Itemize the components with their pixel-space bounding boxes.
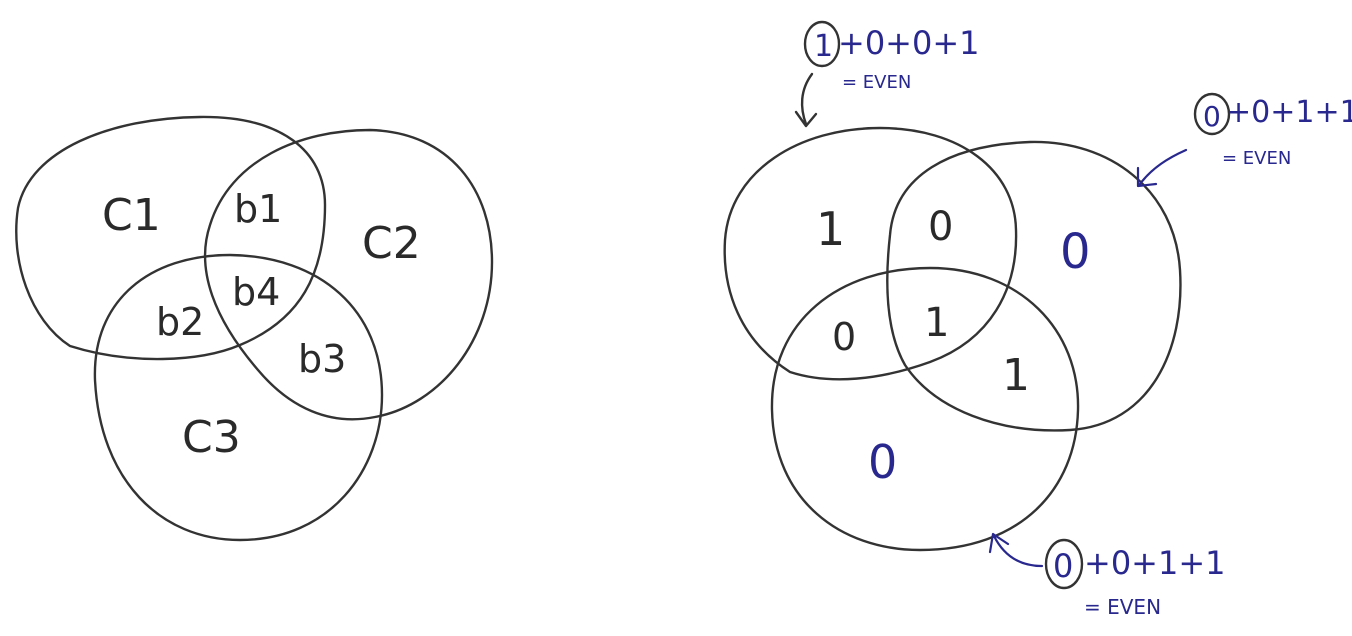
value-c1-c3: 0 (832, 315, 856, 359)
value-c1-c2: 0 (928, 204, 953, 250)
circled-digit: 0 (1203, 100, 1221, 133)
arrow-to-c2 (1136, 148, 1188, 188)
label-c1: C1 (102, 190, 161, 241)
right-circle-c1 (723, 126, 1018, 381)
result-text: = EVEN (842, 72, 911, 93)
label-b4: b4 (232, 270, 280, 314)
value-c2-only: 0 (1060, 224, 1091, 280)
left-circle-c2 (203, 128, 494, 421)
label-b2: b2 (156, 300, 204, 344)
value-c1-only: 1 (816, 202, 845, 256)
result-text: = EVEN (1222, 148, 1291, 169)
value-center: 1 (924, 300, 949, 346)
value-c2-c3: 1 (1002, 350, 1030, 401)
label-c3: C3 (182, 412, 241, 463)
circled-digit-ring (1044, 538, 1084, 590)
circled-digit: 1 (814, 29, 833, 64)
result-text: = EVEN (1084, 595, 1161, 619)
right-venn-diagram: 1 0 0 0 1 1 0 (723, 126, 1182, 552)
sum-text: +0+1+1 (1226, 95, 1352, 130)
circled-digit: 0 (1053, 547, 1073, 585)
right-circle-c3 (770, 266, 1080, 552)
left-venn-diagram: C1 b1 C2 b2 b4 b3 C3 (15, 115, 494, 542)
label-c2: C2 (362, 218, 421, 269)
annotation-c2-parity: 0 +0+1+1 = EVEN (1136, 92, 1352, 188)
left-circle-c1 (15, 115, 327, 361)
circled-digit-ring (803, 20, 841, 68)
value-c3-only: 0 (868, 435, 897, 489)
left-circle-c3 (93, 253, 384, 542)
label-b3: b3 (298, 337, 346, 381)
annotation-c3-parity: 0 +0+1+1 = EVEN (988, 532, 1226, 619)
circled-digit-ring (1193, 92, 1231, 136)
sum-text: +0+1+1 (1084, 544, 1226, 582)
right-circle-c2 (886, 140, 1182, 432)
annotation-c1-parity: 1 +0+0+1 = EVEN (794, 20, 980, 128)
arrow-to-c3 (988, 532, 1044, 568)
sum-text: +0+0+1 (838, 24, 980, 62)
arrow-to-c1 (794, 72, 818, 128)
label-b1: b1 (234, 187, 282, 231)
